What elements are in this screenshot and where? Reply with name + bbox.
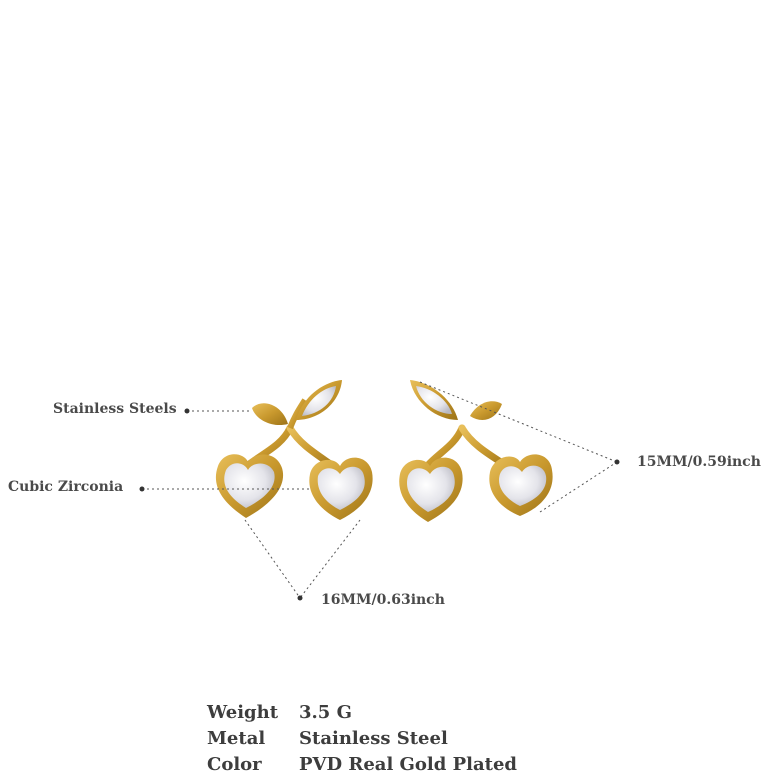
spec-row-color: Color PVD Real Gold Plated [207,754,517,775]
cubic-zirconia-label: Cubic Zirconia [8,479,124,495]
stainless-steels-label: Stainless Steels [53,401,177,417]
spec-row-metal: Metal Stainless Steel [207,728,448,749]
width-dimension-label: 16MM/0.63inch [321,592,445,608]
spec-value: Stainless Steel [299,728,448,749]
spec-value: 3.5 G [299,702,352,723]
left-earring [215,380,373,520]
right-earring [399,380,553,522]
spec-row-weight: Weight 3.5 G [207,702,352,723]
callout-lines [142,381,618,599]
callout-dots [139,408,620,601]
height-dimension-label: 15MM/0.59inch [637,454,761,470]
spec-key: Color [207,754,262,775]
spec-key: Metal [207,728,266,749]
spec-key: Weight [207,702,279,723]
spec-value: PVD Real Gold Plated [299,754,518,775]
